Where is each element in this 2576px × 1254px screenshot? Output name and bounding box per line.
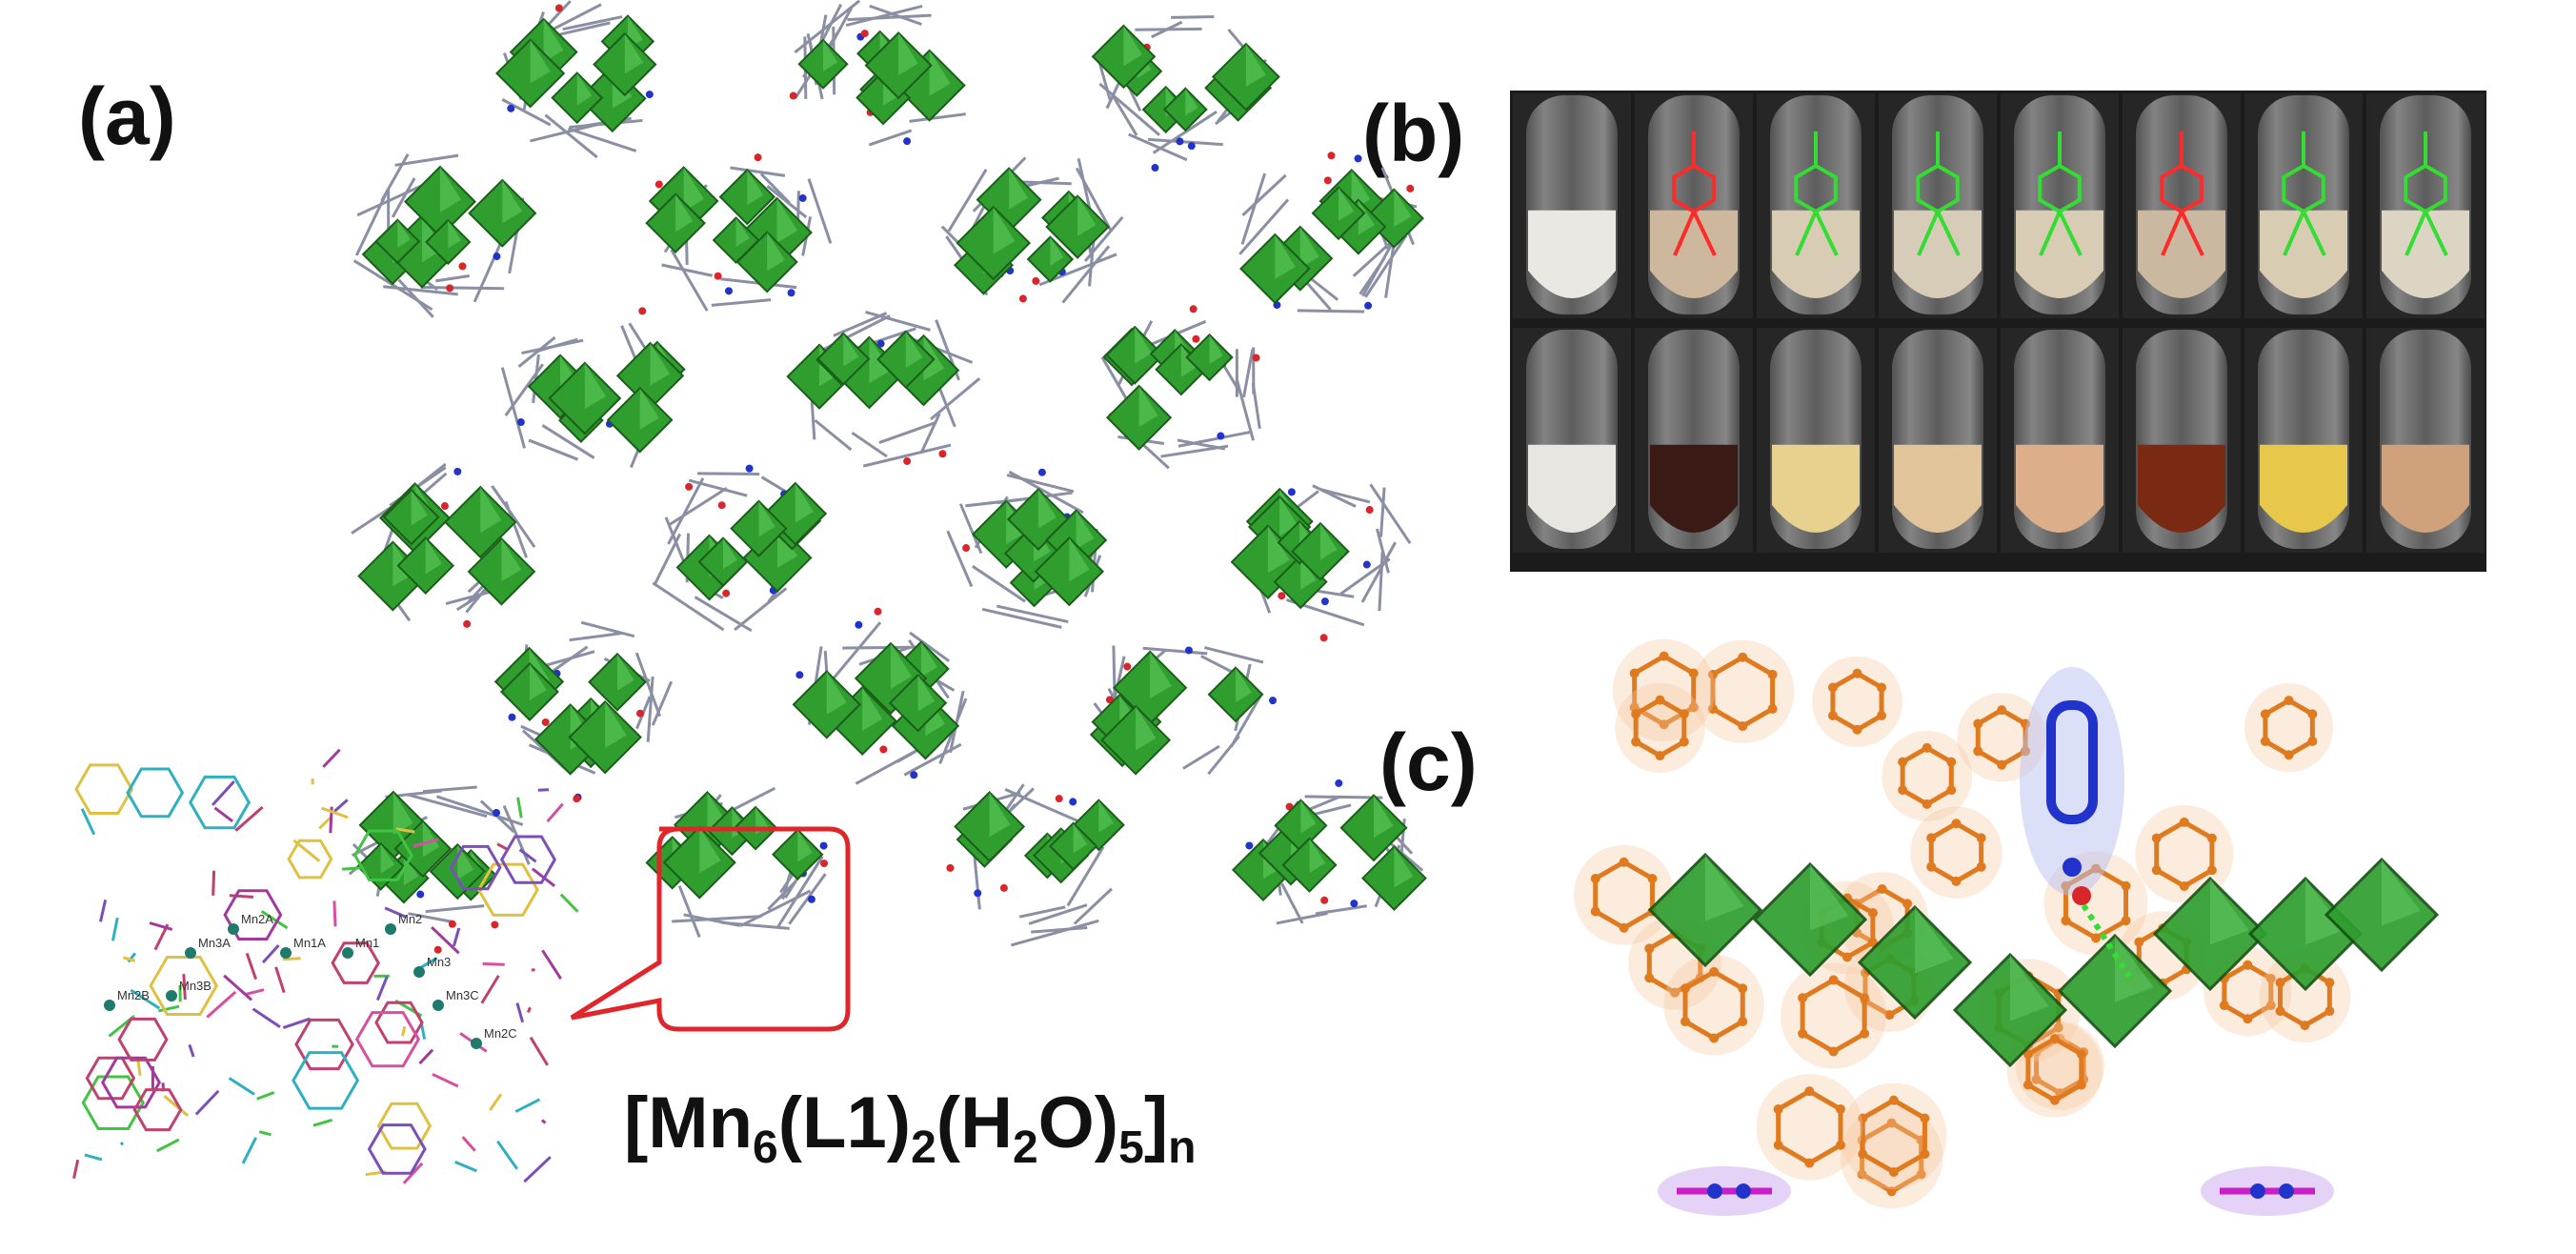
mn-atom xyxy=(413,966,425,978)
test-tube-photo xyxy=(1510,91,2486,572)
mn-atom-label: Mn1 xyxy=(355,936,379,950)
callout-bubble xyxy=(570,826,851,1032)
mn-atom xyxy=(342,947,353,959)
mn-atom-label: Mn3 xyxy=(427,955,451,969)
panel-label-b: (b) xyxy=(1362,89,1465,178)
compound-formula: [Mn6(L1)2(H2O)5]n xyxy=(624,1082,1197,1173)
mn-atom-label: Mn3C xyxy=(446,988,479,1002)
mn-atom xyxy=(471,1038,482,1049)
mn-atom xyxy=(280,947,292,959)
mn-atom-label: Mn3B xyxy=(179,979,211,993)
guest-molecule xyxy=(2046,700,2098,824)
panel-label-a: (a) xyxy=(78,71,176,161)
mn-atom xyxy=(185,947,196,959)
framework-lattice xyxy=(348,0,1427,954)
panel-label-c: (c) xyxy=(1379,718,1478,807)
mn-atom-label: Mn2C xyxy=(484,1026,517,1041)
mn-atom-label: Mn1A xyxy=(293,936,326,950)
mn-atom-label: Mn2 xyxy=(398,912,422,926)
mn-atom xyxy=(433,1000,444,1011)
mn-atom xyxy=(104,1000,115,1011)
hydrogen-bond xyxy=(2081,903,2132,979)
mn-atom xyxy=(228,923,239,935)
mn-atom-label: Mn2A xyxy=(241,912,273,926)
mn-atom xyxy=(385,923,396,935)
mn-atom xyxy=(166,990,177,1001)
mn-atom-label: Mn2B xyxy=(117,988,150,1002)
host-guest-structure xyxy=(1574,638,2440,1216)
mn-atom-label: Mn3A xyxy=(198,936,231,950)
